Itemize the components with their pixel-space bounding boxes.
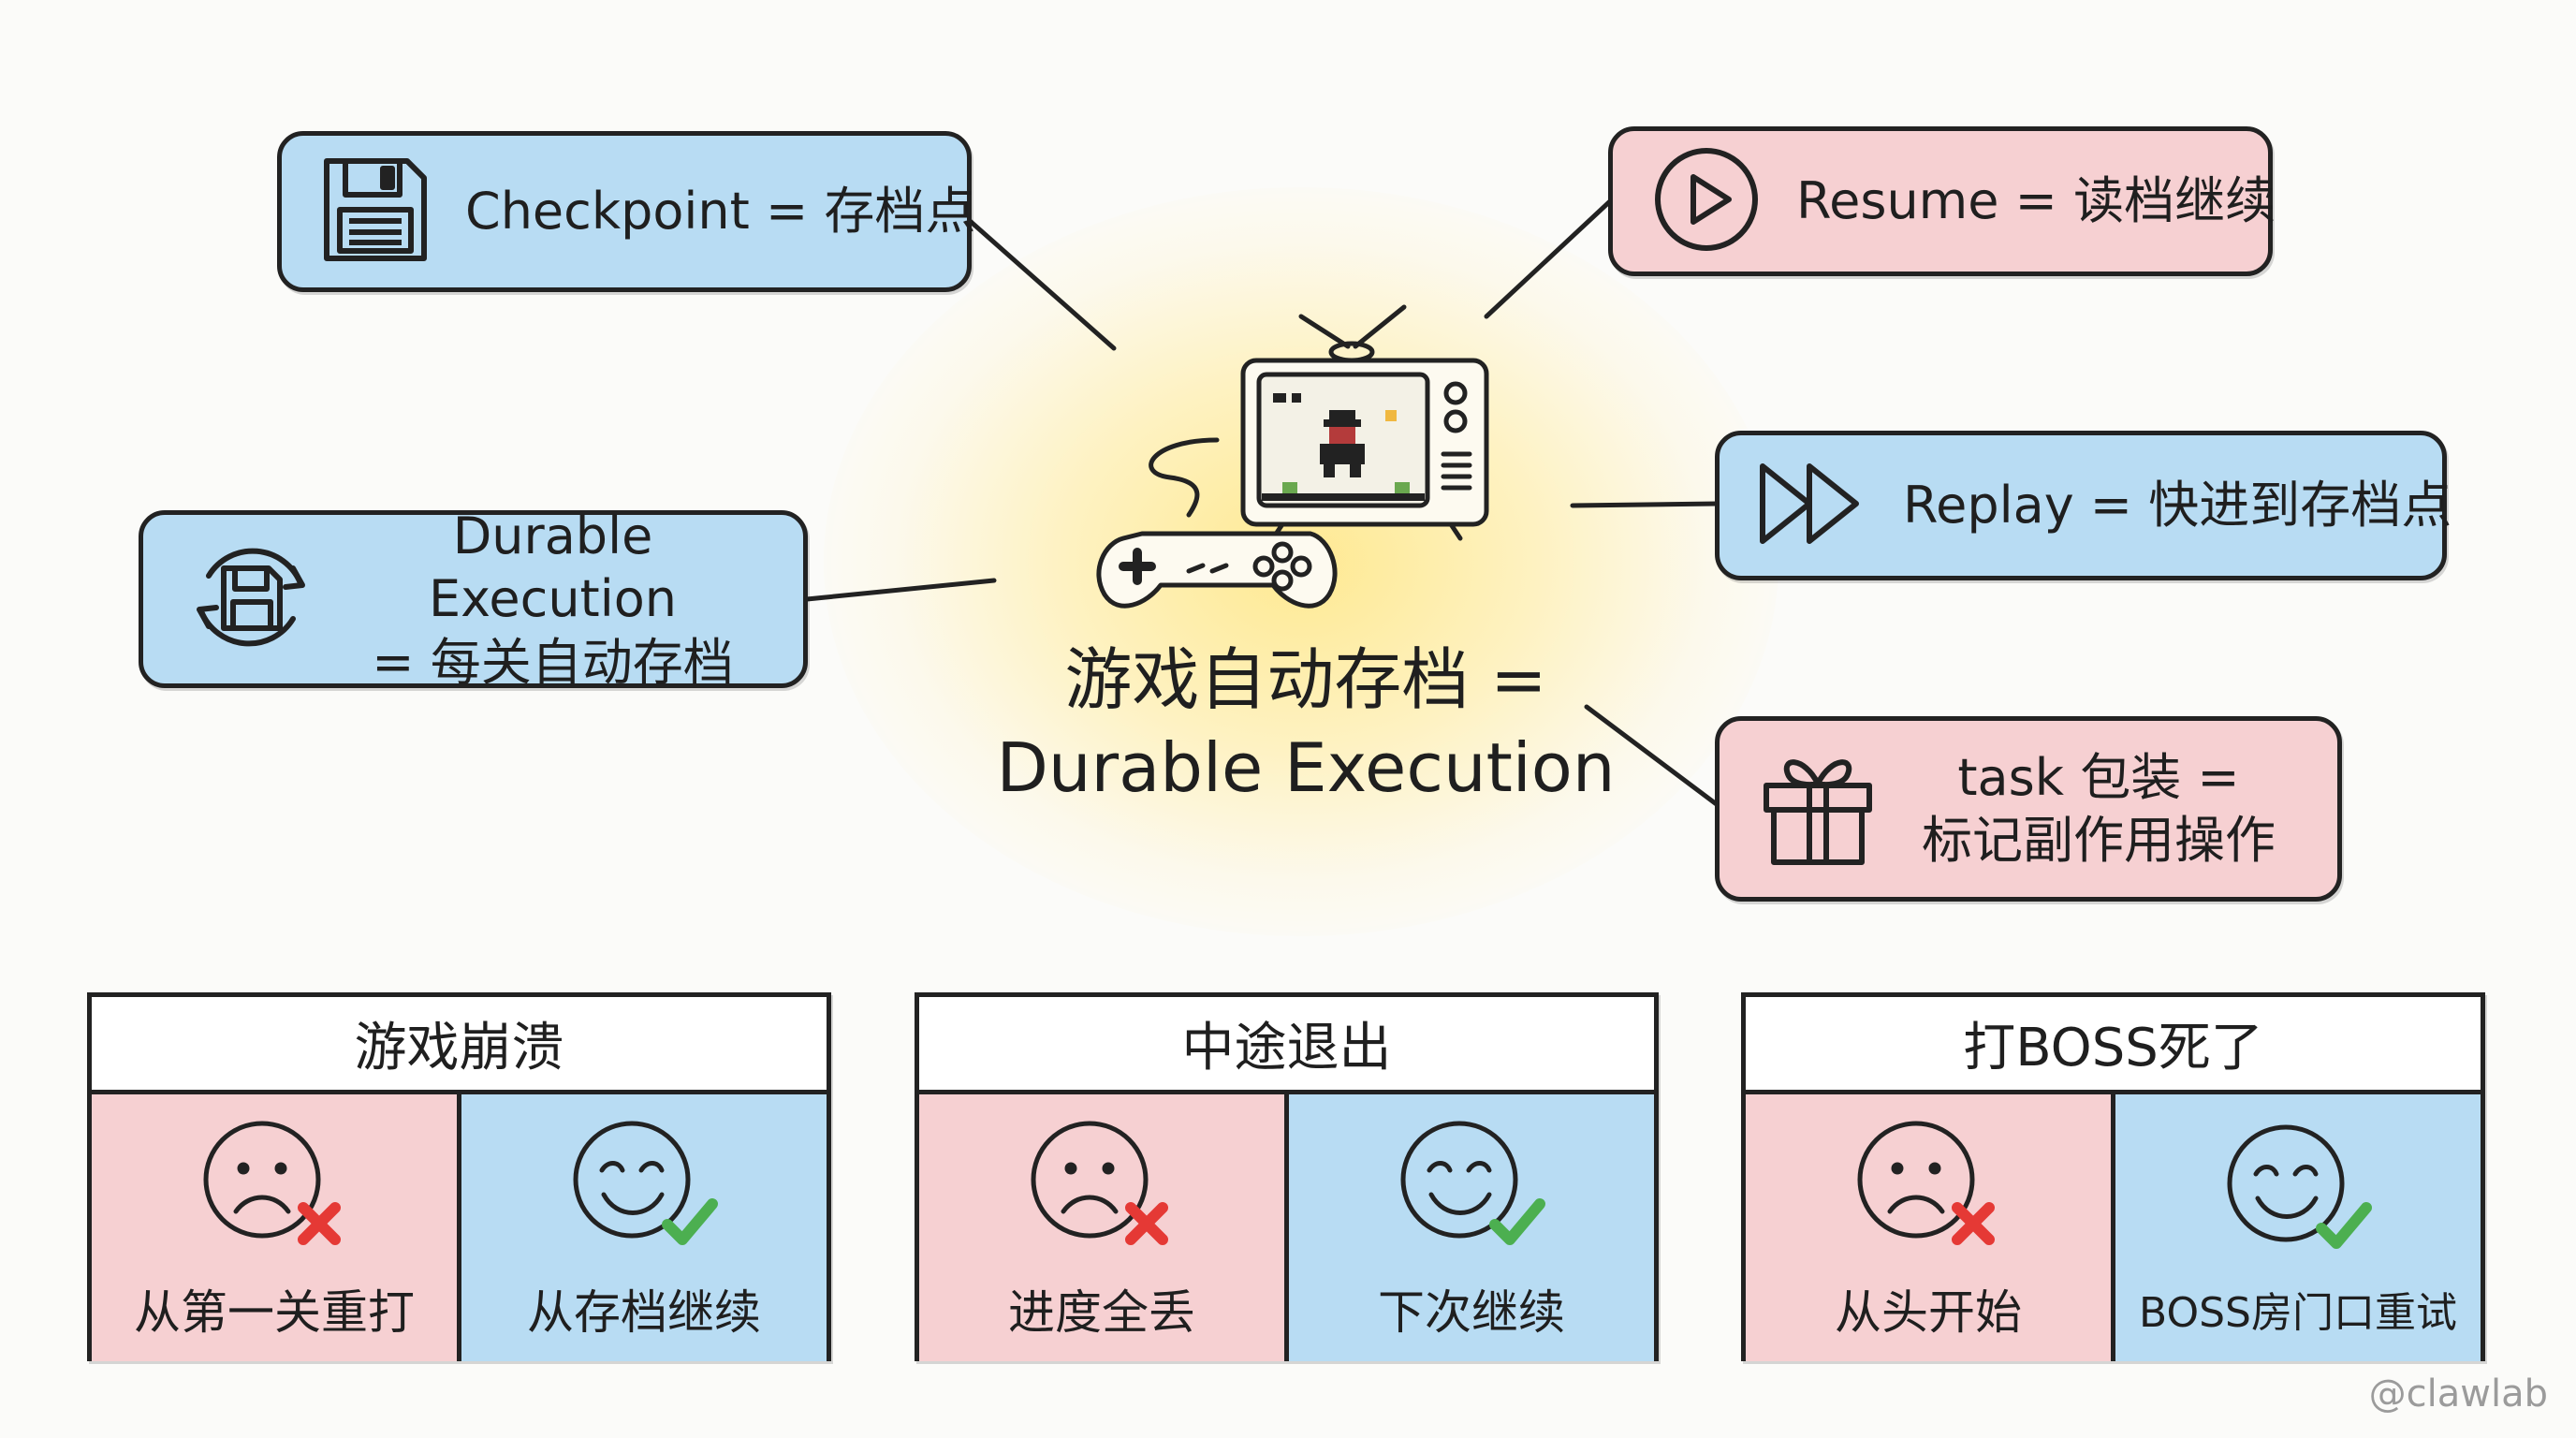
scenario-without-save: 从头开始 bbox=[1746, 1094, 2115, 1361]
node-replay-label: Replay = 快进到存档点 bbox=[1903, 476, 2452, 536]
node-task: task 包装 = 标记副作用操作 bbox=[1715, 716, 2342, 902]
happy-face-check-icon bbox=[564, 1114, 724, 1258]
scenario-without-save: 从第一关重打 bbox=[92, 1094, 461, 1361]
node-resume-label: Resume = 读档继续 bbox=[1796, 171, 2276, 231]
scenario-without-save-label: 从第一关重打 bbox=[134, 1284, 415, 1340]
pixel-sprite-icon bbox=[1262, 393, 1425, 501]
node-checkpoint-label: Checkpoint = 存档点 bbox=[465, 182, 976, 242]
sad-face-cross-icon bbox=[1022, 1114, 1181, 1258]
scenario-with-save-label: 下次继续 bbox=[1378, 1284, 1565, 1340]
connector-durable bbox=[804, 578, 997, 602]
controller-cable bbox=[1149, 437, 1220, 518]
auto-save-cycle-icon bbox=[181, 527, 321, 671]
scenario-with-save: 下次继续 bbox=[1289, 1094, 1654, 1361]
scenario-card-quit: 中途退出 进度全丢 下次继续 bbox=[915, 992, 1659, 1361]
retro-game-console-illustration bbox=[1095, 300, 1498, 622]
happy-face-check-icon bbox=[2218, 1118, 2378, 1262]
scenario-with-save: BOSS房门口重试 bbox=[2115, 1094, 2481, 1361]
sad-face-cross-icon bbox=[1849, 1114, 2008, 1258]
happy-face-check-icon bbox=[1392, 1114, 1551, 1258]
connector-resume bbox=[1484, 198, 1613, 319]
scenario-without-save-label: 进度全丢 bbox=[1008, 1284, 1195, 1340]
watermark: @clawlab bbox=[2368, 1372, 2548, 1416]
connector-replay bbox=[1570, 501, 1720, 508]
scenario-without-save-label: 从头开始 bbox=[1835, 1284, 2022, 1340]
scenario-with-save: 从存档继续 bbox=[461, 1094, 827, 1361]
node-replay: Replay = 快进到存档点 bbox=[1715, 431, 2452, 580]
scenario-title: 游戏崩溃 bbox=[92, 997, 827, 1094]
gift-box-icon bbox=[1757, 746, 1879, 872]
node-checkpoint: Checkpoint = 存档点 bbox=[277, 131, 976, 292]
center-title: 游戏自动存档 = Durable Execution bbox=[996, 640, 1616, 807]
fast-forward-icon bbox=[1757, 457, 1869, 554]
scenario-title: 中途退出 bbox=[919, 997, 1654, 1094]
scenario-without-save: 进度全丢 bbox=[919, 1094, 1289, 1361]
scenario-with-save-label: BOSS房门口重试 bbox=[2139, 1288, 2457, 1337]
connector-checkpoint bbox=[966, 217, 1117, 351]
scenario-card-boss: 打BOSS死了 从头开始 BOSS房门口重试 bbox=[1741, 992, 2485, 1361]
node-resume: Resume = 读档继续 bbox=[1608, 126, 2276, 276]
sad-face-cross-icon bbox=[195, 1114, 354, 1258]
connector-task bbox=[1584, 704, 1720, 808]
tv-antenna-left bbox=[1298, 314, 1351, 349]
floppy-disk-icon bbox=[319, 154, 432, 270]
scenario-with-save-label: 从存档继续 bbox=[527, 1284, 761, 1340]
scenario-title: 打BOSS死了 bbox=[1746, 997, 2481, 1094]
node-task-label: task 包装 = 标记副作用操作 bbox=[1922, 747, 2276, 871]
scenario-card-crash: 游戏崩溃 从第一关重打 从存档继续 bbox=[87, 992, 831, 1361]
node-durable-execution-label: Durable Execution = 每关自动存档 bbox=[372, 506, 734, 692]
tv-antenna-right bbox=[1353, 304, 1407, 349]
play-icon bbox=[1650, 143, 1763, 259]
node-durable-execution: Durable Execution = 每关自动存档 bbox=[139, 506, 808, 692]
